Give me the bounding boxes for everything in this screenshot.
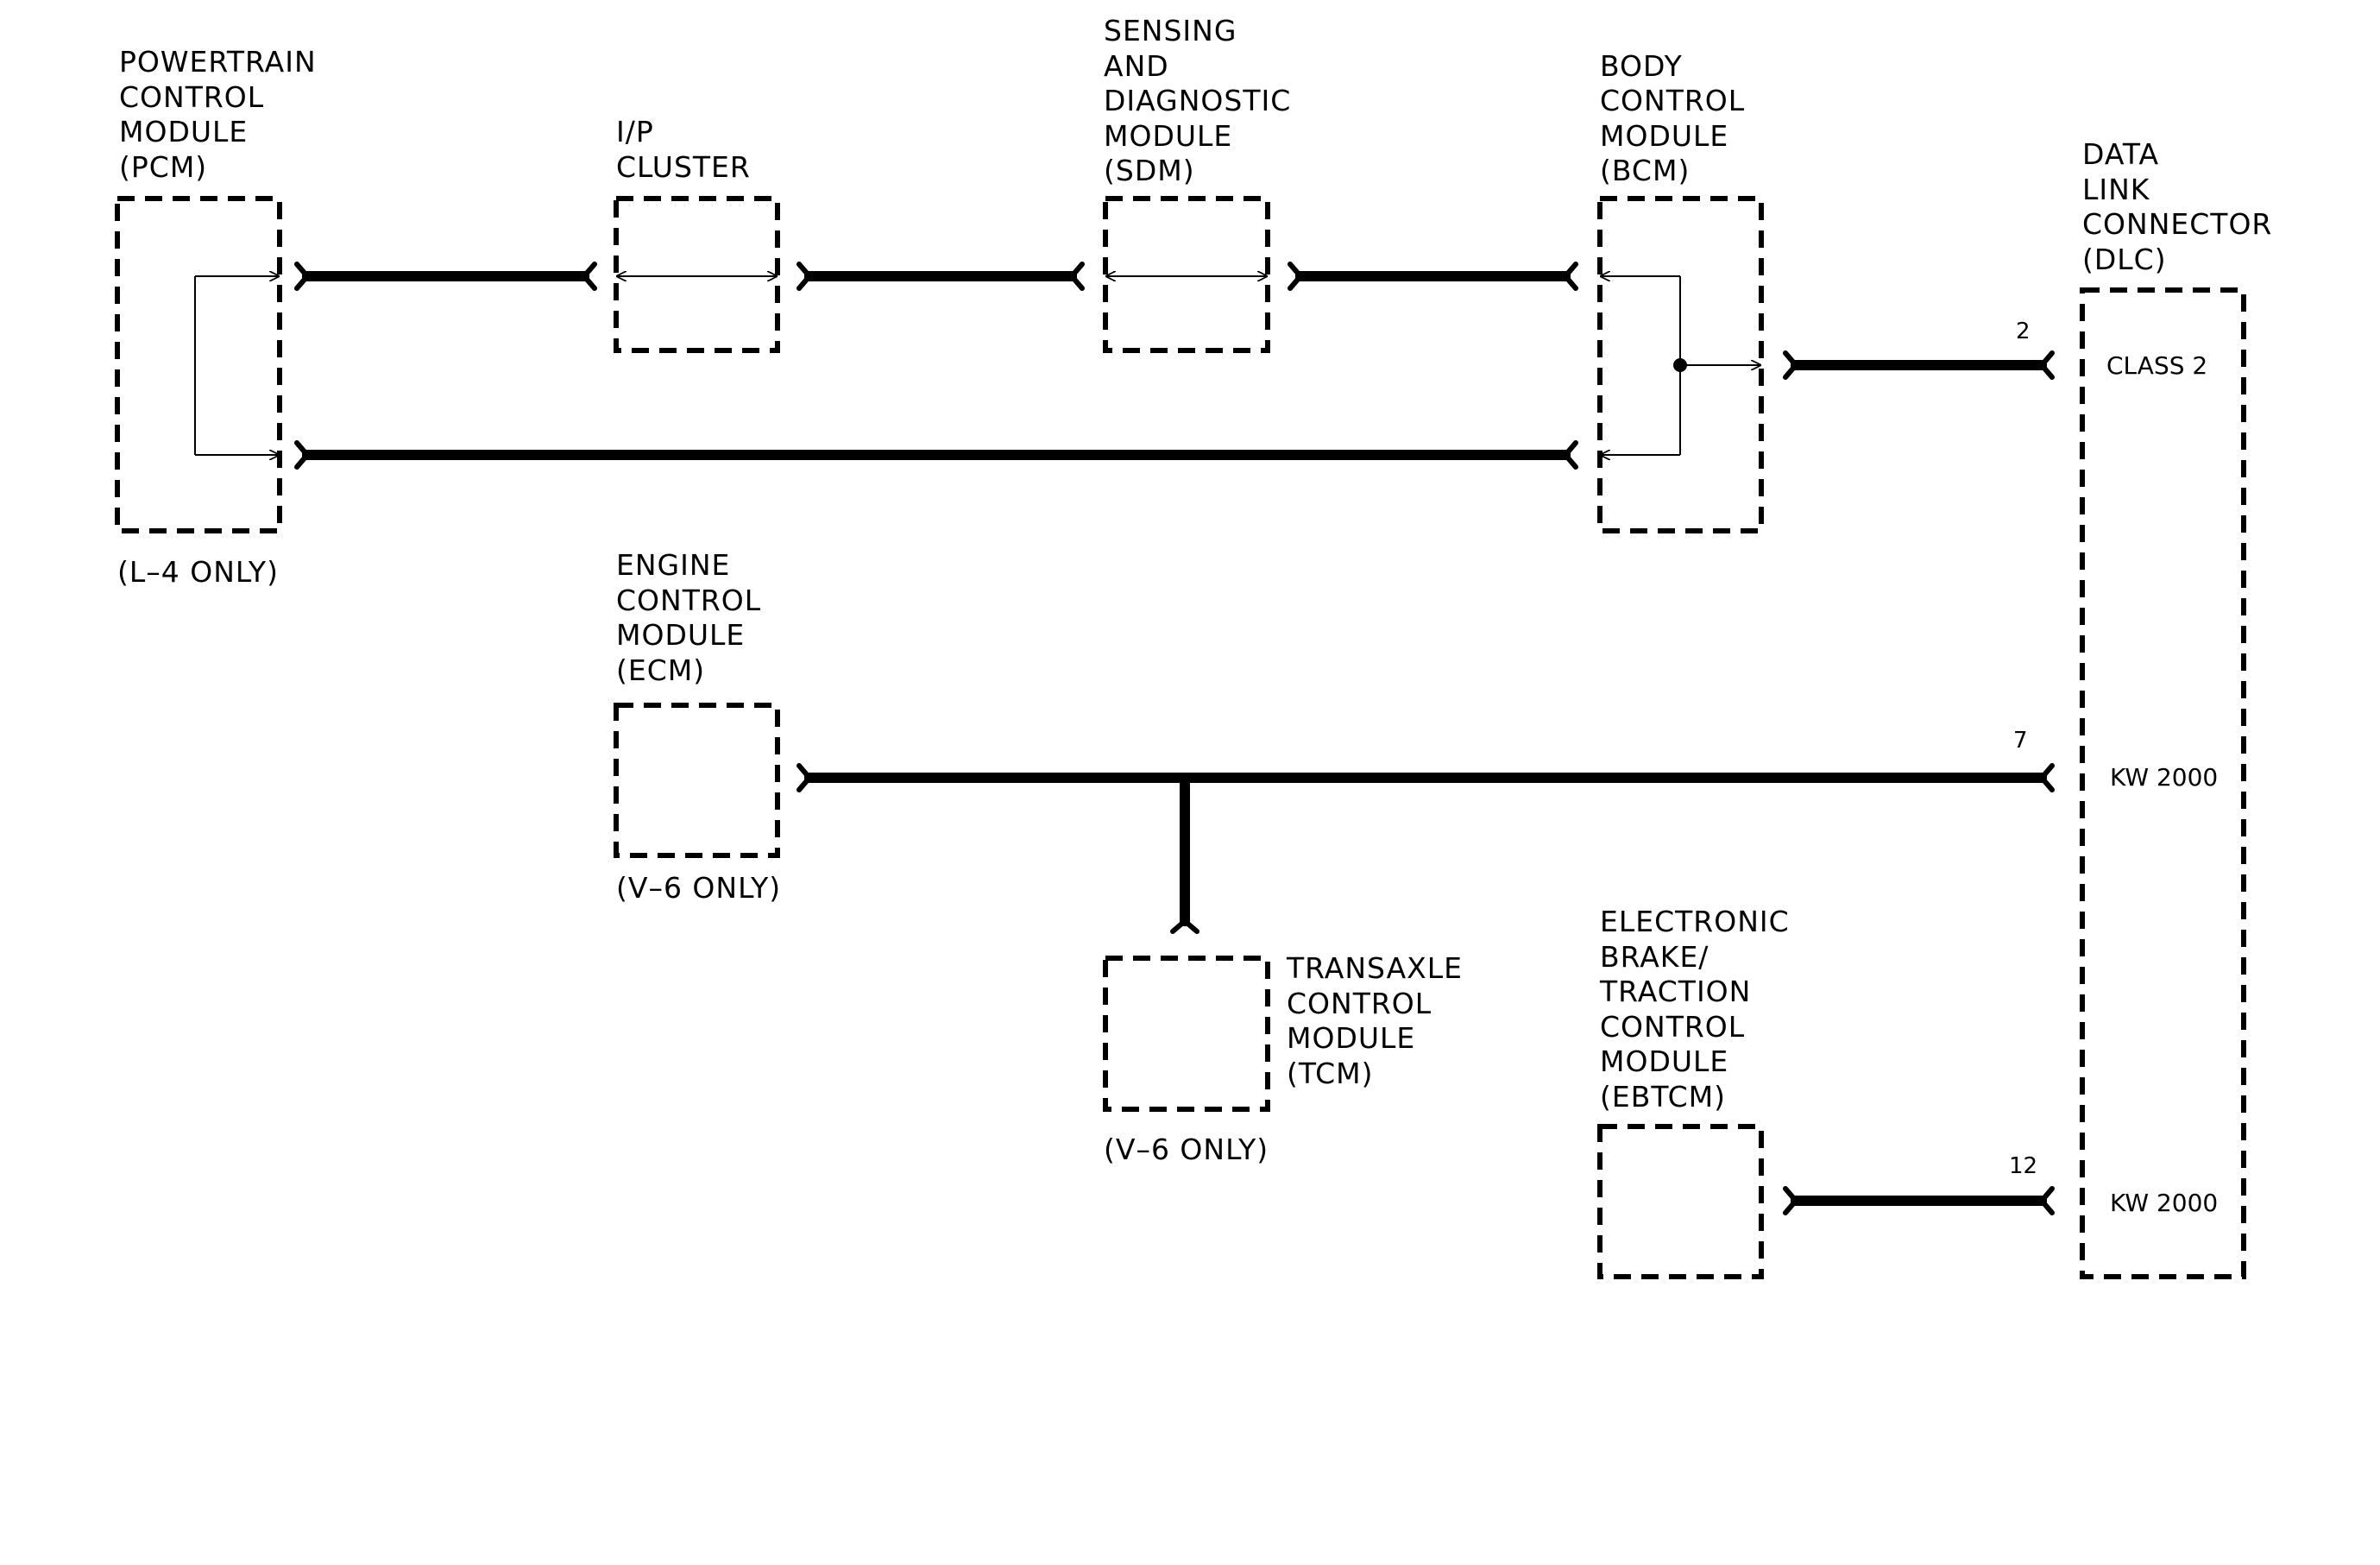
tcm-box bbox=[1103, 956, 1270, 1112]
dlc-label-line-2: LINK bbox=[2082, 173, 2150, 206]
ebtcm-label-line-5: MODULE bbox=[1600, 1044, 1728, 1078]
dlc-pin-7-signal: KW 2000 bbox=[2110, 763, 2218, 792]
wire-ecm-to-dlc-pin-7-start-cap bbox=[796, 763, 812, 792]
wire-bcm-to-dlc-pin-2-start-cap bbox=[1783, 350, 1798, 380]
tcm-label-line-1: TRANSAXLE bbox=[1286, 951, 1463, 985]
bcm-label-line-1: BODY bbox=[1600, 49, 1683, 83]
bcm-internal-wiring bbox=[1600, 276, 1761, 455]
pcm-box bbox=[115, 196, 282, 533]
ebtcm-box bbox=[1597, 1124, 1764, 1279]
wire-pcm-to-bcm-end-cap bbox=[1563, 440, 1578, 470]
bcm-label: BODY CONTROL MODULE (BCM) bbox=[1600, 49, 1745, 187]
wire-sdm-to-bcm-start-cap bbox=[1288, 262, 1303, 291]
wire-bcm-to-dlc-pin-2-end-cap bbox=[2039, 350, 2055, 380]
wire-branch-to-tcm-end-cap bbox=[1170, 918, 1199, 934]
ebtcm-label-line-1: ELECTRONIC bbox=[1600, 905, 1790, 938]
ebtcm-label-line-3: TRACTION bbox=[1599, 975, 1751, 1008]
bcm-label-line-2: CONTROL bbox=[1600, 84, 1745, 117]
dlc-pin-2-signal: CLASS 2 bbox=[2106, 351, 2207, 380]
pcm-note: (L–4 ONLY) bbox=[117, 555, 279, 589]
ebtcm-label-line-4: CONTROL bbox=[1600, 1010, 1745, 1044]
wire-ebtcm-to-dlc-pin-12-end-cap bbox=[2039, 1186, 2055, 1215]
ecm-label: ENGINE CONTROL MODULE (ECM) bbox=[616, 548, 761, 687]
tcm-label: TRANSAXLE CONTROL MODULE (TCM) bbox=[1286, 951, 1463, 1090]
wire-ebtcm-to-dlc-pin-12-start-cap bbox=[1783, 1186, 1798, 1215]
serial-data-wires bbox=[294, 262, 2055, 1215]
dlc-pin-12-number: 12 bbox=[2009, 1153, 2037, 1179]
sdm-label-line-1: SENSING bbox=[1104, 14, 1237, 47]
wire-pcm-to-ip-cluster-start-cap bbox=[294, 262, 310, 291]
ecm-box bbox=[614, 703, 780, 858]
ip-cluster-label-line-2: CLUSTER bbox=[616, 150, 751, 184]
ecm-label-line-4: (ECM) bbox=[616, 653, 705, 687]
wire-pcm-to-bcm-start-cap bbox=[294, 440, 310, 470]
ebtcm-label: ELECTRONIC BRAKE/ TRACTION CONTROL MODUL… bbox=[1599, 905, 1790, 1114]
pcm-label-line-4: (PCM) bbox=[119, 150, 207, 184]
dlc-label: DATA LINK CONNECTOR (DLC) bbox=[2082, 137, 2272, 276]
wire-ecm-to-dlc-pin-7-end-cap bbox=[2039, 763, 2055, 792]
dlc-label-line-1: DATA bbox=[2082, 137, 2159, 171]
sdm-label-line-5: (SDM) bbox=[1104, 154, 1195, 187]
bcm-splice-dot bbox=[1673, 358, 1687, 372]
wire-ip-cluster-to-sdm-start-cap bbox=[796, 262, 812, 291]
sdm-label-line-3: DIAGNOSTIC bbox=[1104, 84, 1291, 117]
ip-cluster-label: I/P CLUSTER bbox=[616, 115, 751, 184]
pcm-label-line-1: POWERTRAIN bbox=[119, 45, 317, 79]
wire-ip-cluster-to-sdm-end-cap bbox=[1069, 262, 1085, 291]
ecm-note: (V–6 ONLY) bbox=[616, 871, 781, 905]
sdm-box bbox=[1103, 196, 1270, 353]
bcm-label-line-4: (BCM) bbox=[1600, 154, 1690, 187]
tcm-note: (V–6 ONLY) bbox=[1104, 1133, 1269, 1166]
pcm-label: POWERTRAIN CONTROL MODULE (PCM) bbox=[119, 45, 317, 184]
dlc-pin-12-signal: KW 2000 bbox=[2110, 1189, 2218, 1217]
pcm-label-line-3: MODULE bbox=[119, 115, 248, 148]
ip-cluster-label-line-1: I/P bbox=[616, 115, 654, 148]
ebtcm-label-line-6: (EBTCM) bbox=[1600, 1080, 1726, 1114]
ip-cluster-box bbox=[614, 196, 780, 353]
tcm-label-line-4: (TCM) bbox=[1287, 1057, 1374, 1090]
tcm-label-line-3: MODULE bbox=[1287, 1021, 1415, 1055]
ebtcm-label-line-2: BRAKE/ bbox=[1600, 940, 1709, 974]
bcm-label-line-3: MODULE bbox=[1600, 119, 1728, 153]
ecm-label-line-1: ENGINE bbox=[616, 548, 730, 582]
pcm-label-line-2: CONTROL bbox=[119, 80, 264, 114]
sdm-label: SENSING AND DIAGNOSTIC MODULE (SDM) bbox=[1104, 14, 1291, 187]
dlc-pin-2-number: 2 bbox=[2016, 319, 2031, 344]
sdm-label-line-4: MODULE bbox=[1104, 119, 1232, 153]
wire-sdm-to-bcm-end-cap bbox=[1563, 262, 1578, 291]
tcm-label-line-2: CONTROL bbox=[1287, 987, 1432, 1020]
ecm-label-line-3: MODULE bbox=[616, 618, 745, 652]
ecm-label-line-2: CONTROL bbox=[616, 584, 761, 617]
dlc-pin-7-number: 7 bbox=[2013, 728, 2028, 754]
dlc-label-line-3: CONNECTOR bbox=[2082, 207, 2272, 241]
dlc-box bbox=[2080, 287, 2246, 1279]
dlc-label-line-4: (DLC) bbox=[2082, 243, 2167, 276]
sdm-label-line-2: AND bbox=[1104, 49, 1169, 83]
wire-pcm-to-ip-cluster-end-cap bbox=[582, 262, 597, 291]
pcm-internal-wiring bbox=[194, 276, 280, 455]
